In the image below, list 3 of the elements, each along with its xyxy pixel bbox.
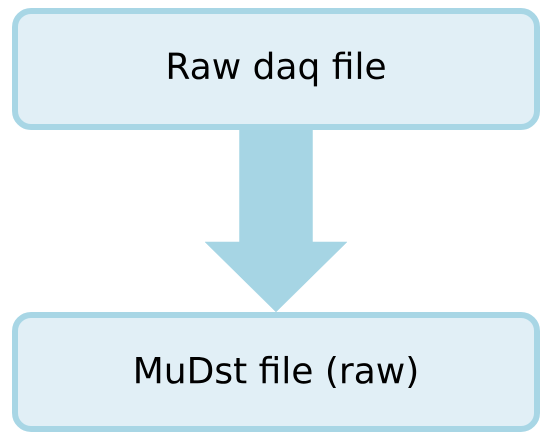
process-box: Raw daq file xyxy=(12,8,540,130)
process-box: MuDst file (raw) xyxy=(12,312,540,432)
block-arrow xyxy=(204,130,348,312)
